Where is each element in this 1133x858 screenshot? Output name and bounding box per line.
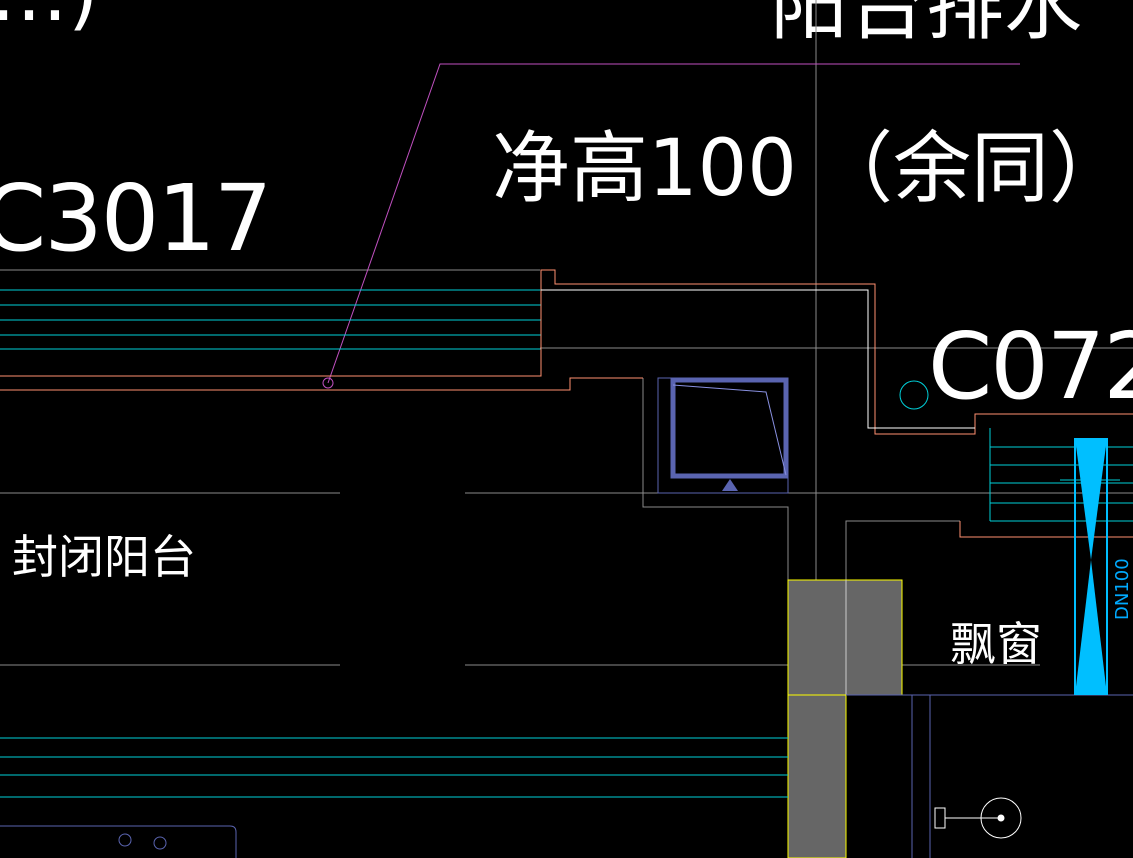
window-code-left: C3017 xyxy=(0,165,270,272)
window-left-glazing xyxy=(0,285,542,376)
partial-top-right-text: 阳台排水 xyxy=(770,0,1082,51)
lower-left-fixture xyxy=(0,825,237,858)
window-code-right: C0720 xyxy=(928,313,1133,420)
pipe-size-label: DN100 xyxy=(1112,558,1133,620)
same-note: （余同） xyxy=(815,124,1127,214)
bay-window-label: 飘窗 xyxy=(950,617,1042,671)
structural-columns xyxy=(787,579,1133,858)
clear-height-note: 净高100 xyxy=(492,124,797,214)
grid-lines xyxy=(0,0,1133,696)
window-right-glazing xyxy=(989,428,1133,522)
leader-line xyxy=(322,63,1020,389)
ac-unit-symbol xyxy=(657,377,789,494)
window-lower-glazing xyxy=(0,737,788,798)
enclosed-balcony-label: 封闭阳台 xyxy=(12,530,196,584)
wall-inner-line xyxy=(541,289,975,429)
partial-top-left-text: …) xyxy=(0,0,98,39)
drain-pipe xyxy=(1074,438,1108,695)
floor-drain-symbol xyxy=(934,797,1022,839)
level-marker xyxy=(899,380,929,410)
